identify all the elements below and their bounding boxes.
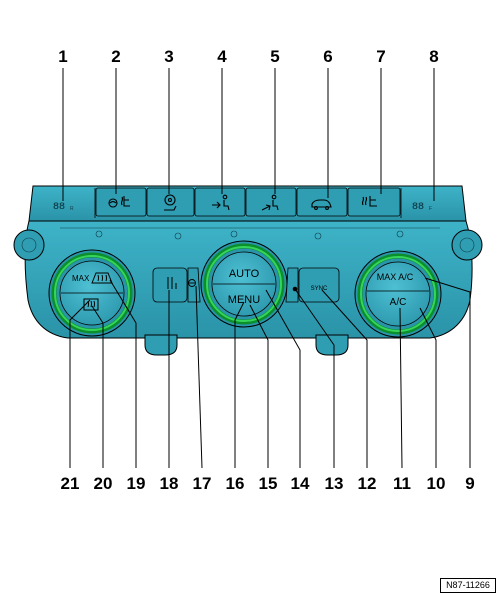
recirculation-button[interactable] (296, 187, 348, 217)
callout-12: 12 (357, 474, 377, 493)
rear-seat-heat-icon (361, 196, 377, 207)
fan-speed-down-wedge[interactable] (187, 267, 201, 303)
air-to-feet-icon (261, 194, 279, 211)
button-strip: 88 R 88 F (28, 185, 467, 222)
right-temperature-knob[interactable] (354, 250, 442, 338)
rear-seat-heat-button[interactable] (347, 187, 401, 217)
auto-label[interactable]: AUTO (229, 268, 260, 280)
footwell-fan-icon (167, 277, 177, 289)
ac-label[interactable]: A/C (390, 297, 407, 308)
left-side-knob[interactable] (13, 229, 45, 261)
air-to-feet-button[interactable] (245, 187, 297, 217)
sync-label: SYNC (311, 286, 328, 292)
callout-5: 5 (270, 47, 280, 66)
callout-4: 4 (217, 47, 227, 66)
leader-lines-bottom (69, 277, 471, 469)
callout-19: 19 (126, 474, 146, 493)
air-to-face-button[interactable] (194, 187, 246, 217)
callout-21: 21 (60, 474, 80, 493)
footwell-fan-button[interactable] (152, 267, 188, 303)
callout-13: 13 (324, 474, 344, 493)
right-display-suffix: F (429, 206, 432, 212)
left-knob-max-label: MAX (72, 274, 90, 283)
callout-9: 9 (465, 474, 475, 493)
callout-15: 15 (258, 474, 278, 493)
sync-button[interactable] (298, 267, 340, 303)
right-temp-display: 88 (412, 202, 424, 213)
callout-16: 16 (225, 474, 245, 493)
leader-lines-top (62, 68, 435, 201)
air-to-face-icon (212, 194, 230, 211)
left-display-suffix: R (70, 206, 74, 212)
recirculation-icon (311, 199, 332, 210)
callout-7: 7 (376, 47, 386, 66)
callout-3: 3 (164, 47, 174, 66)
seat-heat-icon (108, 196, 130, 208)
callout-20: 20 (93, 474, 113, 493)
center-fan-knob[interactable] (200, 240, 288, 328)
left-temp-display: 88 (53, 202, 65, 213)
callout-2: 2 (111, 47, 121, 66)
callout-8: 8 (429, 47, 439, 66)
right-side-knob[interactable] (451, 229, 483, 261)
callout-1: 1 (58, 47, 68, 66)
steering-heat-icon (164, 194, 177, 211)
callout-14: 14 (290, 474, 310, 493)
max-ac-label[interactable]: MAX A/C (377, 272, 414, 282)
seat-heat-button[interactable] (95, 187, 147, 217)
callout-6: 6 (323, 47, 333, 66)
menu-label[interactable]: MENU (228, 294, 260, 306)
callout-17: 17 (192, 474, 212, 493)
front-defrost-icon (91, 272, 113, 284)
fan-speed-up-wedge[interactable] (285, 267, 299, 303)
callout-11: 11 (393, 474, 411, 493)
reference-code: N87-11266 (440, 578, 496, 593)
callout-18: 18 (159, 474, 179, 493)
steering-heat-button[interactable] (146, 187, 195, 217)
left-temperature-knob[interactable] (48, 249, 136, 337)
callout-10: 10 (426, 474, 446, 493)
fan-icon (188, 279, 196, 287)
